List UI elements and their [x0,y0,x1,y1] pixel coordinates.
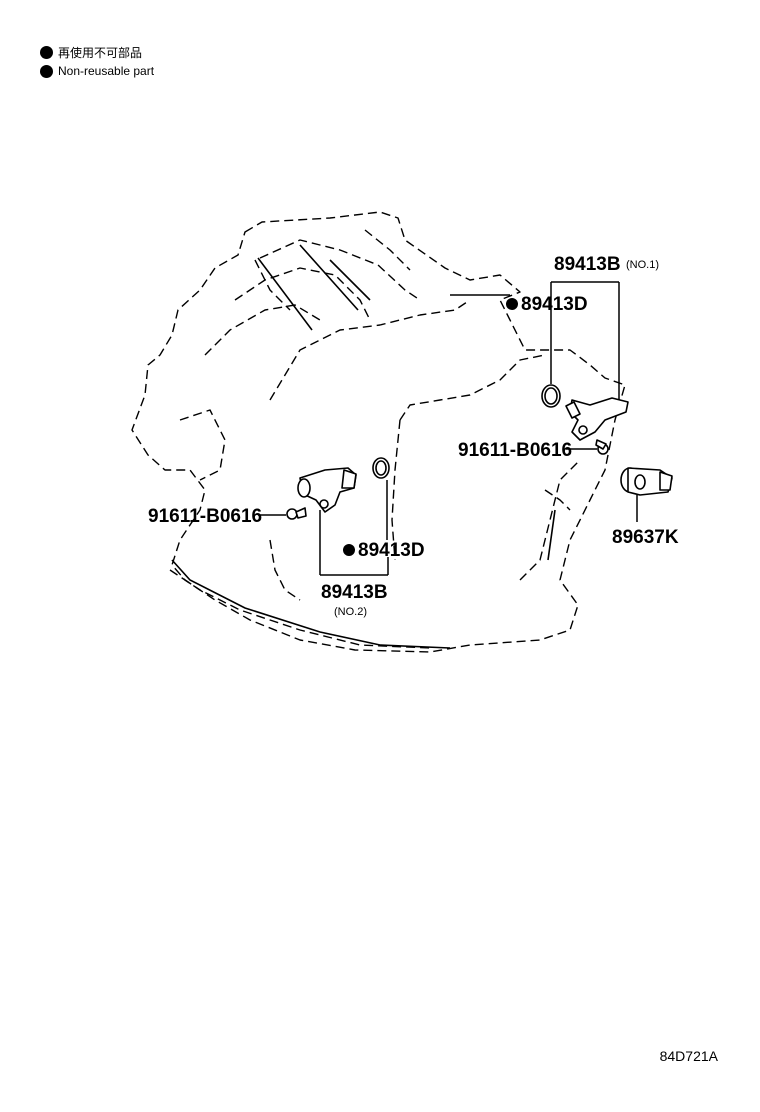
leader-sensor-no2 [319,510,389,576]
label-bolt-no1: 91611-B0616 [458,440,572,461]
leader-sensor-no1 [550,281,620,400]
transmission-housing-outline [131,211,626,653]
label-oring-no1: 89413D [521,294,588,315]
non-reusable-oring-no2-icon [343,544,355,556]
label-sensor-89637k: 89637K [612,527,679,548]
non-reusable-oring-no1-icon [506,298,518,310]
speed-sensor-no2-drawing [286,457,390,520]
label-oring-no2: 89413D [358,540,425,561]
housing-solid-edges [171,244,556,649]
leader-lines [258,281,638,576]
speed-sensor-no1-drawing [541,384,629,455]
label-sensor-no1: 89413B [554,254,621,275]
non-reusable-bullet-icon [40,64,53,78]
note-sensor-no2: (NO.2) [334,606,367,618]
legend-english-text: Non-reusable part [58,64,155,78]
label-bolt-no2: 91611-B0616 [148,506,262,527]
legend-japanese-text: 再使用不可部品 [58,46,143,60]
note-sensor-no1: (NO.1) [626,259,659,271]
label-sensor-no2: 89413B [321,582,388,603]
bolt-no2-drawing [286,508,298,520]
legend-english: Non-reusable part [40,64,154,78]
illustration-code: 84D721A [659,1048,718,1064]
legend-japanese: 再使用不可部品 [40,44,142,61]
speed-sensor-89637k-drawing [620,467,673,496]
non-reusable-bullet-icon [40,46,53,59]
